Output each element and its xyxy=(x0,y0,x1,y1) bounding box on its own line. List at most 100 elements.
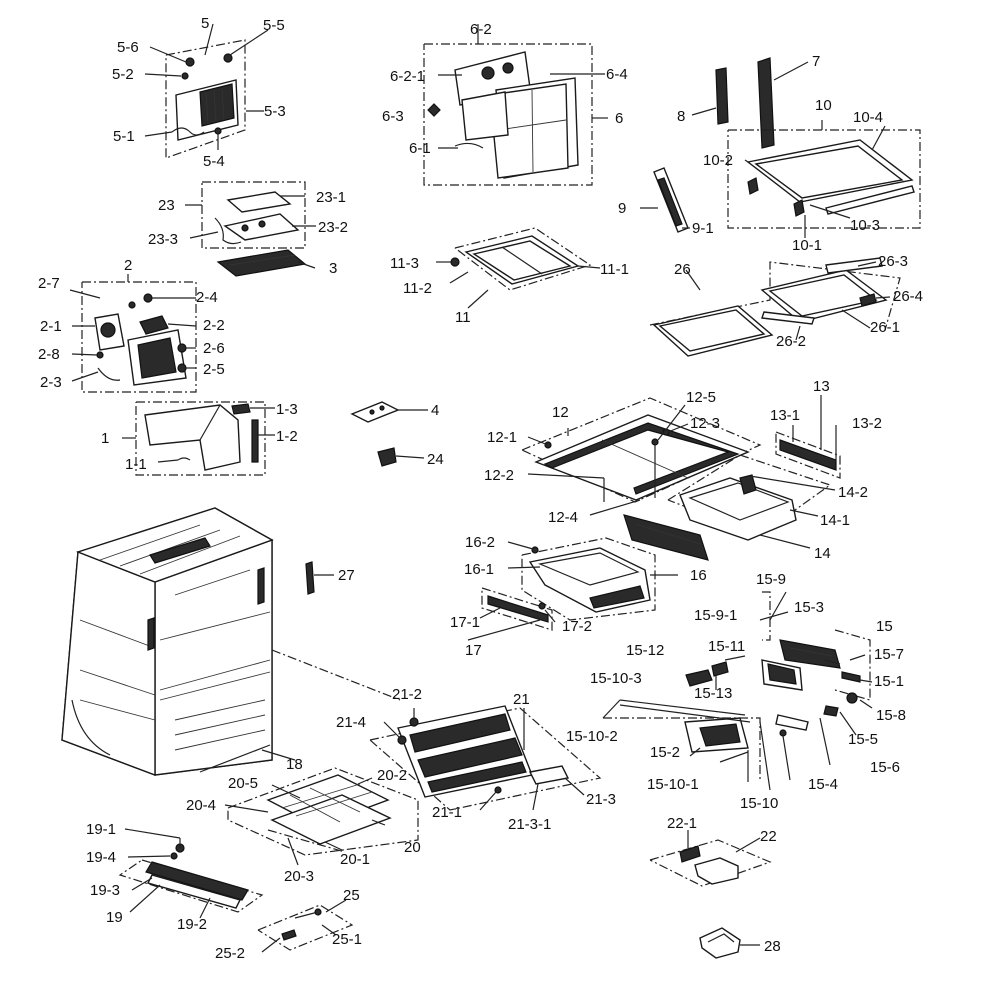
refrigerator-cabinet xyxy=(61,507,401,777)
label-15-1: 15-1 xyxy=(874,673,904,690)
part-18-leader xyxy=(261,749,296,761)
label-15-2: 15-2 xyxy=(650,744,680,761)
label-9: 9 xyxy=(618,200,626,217)
assembly-6 xyxy=(423,24,608,186)
label-11-1: 11-1 xyxy=(600,261,629,278)
label-5: 5 xyxy=(201,15,209,32)
label-15-7: 15-7 xyxy=(874,646,904,663)
label-21: 21 xyxy=(513,691,530,708)
label-20-4: 20-4 xyxy=(186,797,216,814)
label-13-2: 13-2 xyxy=(852,415,882,432)
label-26-2: 26-2 xyxy=(776,333,806,350)
label-26-1: 26-1 xyxy=(870,319,900,336)
label-6-3: 6-3 xyxy=(382,108,404,125)
label-12-3: 12-3 xyxy=(690,415,720,432)
label-5-1: 5-1 xyxy=(113,128,135,145)
label-19: 19 xyxy=(106,909,123,926)
label-11: 11 xyxy=(455,309,471,326)
label-8: 8 xyxy=(677,108,685,125)
label-25-1: 25-1 xyxy=(332,931,362,948)
part-28 xyxy=(699,927,760,959)
label-12-1: 12-1 xyxy=(487,429,517,446)
assembly-23 xyxy=(185,181,316,277)
label-14: 14 xyxy=(814,545,831,562)
label-24: 24 xyxy=(427,451,444,468)
label-20-5: 20-5 xyxy=(228,775,258,792)
label-27: 27 xyxy=(338,567,355,584)
label-20-2: 20-2 xyxy=(377,767,407,784)
assembly-1 xyxy=(122,401,275,476)
label-4: 4 xyxy=(431,402,439,419)
label-9-1: 9-1 xyxy=(692,220,714,237)
label-26-3: 26-3 xyxy=(878,253,908,270)
label-15-9-1: 15-9-1 xyxy=(694,607,737,624)
assembly-20 xyxy=(224,767,419,866)
label-5-4: 5-4 xyxy=(203,153,225,170)
parts-7-8 xyxy=(691,57,809,149)
label-26-4: 26-4 xyxy=(893,288,923,305)
label-23: 23 xyxy=(158,197,175,214)
label-14-2: 14-2 xyxy=(838,484,868,501)
label-1-1: 1-1 xyxy=(125,456,147,473)
label-14-1: 14-1 xyxy=(820,512,850,529)
assembly-12 xyxy=(521,397,762,516)
label-2-8: 2-8 xyxy=(38,346,60,363)
label-15: 15 xyxy=(876,618,893,635)
label-15-9: 15-9 xyxy=(756,571,786,588)
assembly-5 xyxy=(144,23,269,159)
label-6-2-1: 6-2-1 xyxy=(390,68,425,85)
label-6-1: 6-1 xyxy=(409,140,431,157)
label-20: 20 xyxy=(404,839,421,856)
label-17-2: 17-2 xyxy=(562,618,592,635)
label-12: 12 xyxy=(552,404,569,421)
callout-labels: 5 5-6 5-5 5-2 5-3 5-1 5-4 6-2 6-2-1 6-4 … xyxy=(38,15,923,962)
label-15-10-1: 15-10-1 xyxy=(647,776,699,793)
label-5-6: 5-6 xyxy=(117,39,139,56)
label-2-2: 2-2 xyxy=(203,317,225,334)
label-16: 16 xyxy=(690,567,707,584)
label-17: 17 xyxy=(465,642,482,659)
assembly-26 xyxy=(649,257,901,357)
assembly-2 xyxy=(69,274,197,393)
label-22: 22 xyxy=(760,828,777,845)
label-21-4: 21-4 xyxy=(336,714,366,731)
label-2-5: 2-5 xyxy=(203,361,225,378)
part-9 xyxy=(640,167,690,233)
assembly-11 xyxy=(436,227,601,309)
label-10-4: 10-4 xyxy=(853,109,883,126)
label-13: 13 xyxy=(813,378,830,395)
label-15-13: 15-13 xyxy=(694,685,732,702)
label-21-3-1: 21-3-1 xyxy=(508,816,551,833)
label-1-3: 1-3 xyxy=(276,401,298,418)
label-11-2: 11-2 xyxy=(403,280,432,297)
assembly-22 xyxy=(649,830,772,887)
label-16-2: 16-2 xyxy=(465,534,495,551)
label-15-10-3: 15-10-3 xyxy=(590,670,642,687)
label-11-3: 11-3 xyxy=(390,255,419,272)
label-5-3: 5-3 xyxy=(264,103,286,120)
label-23-2: 23-2 xyxy=(318,219,348,236)
label-19-4: 19-4 xyxy=(86,849,116,866)
label-26: 26 xyxy=(674,261,691,278)
assembly-16-17 xyxy=(467,537,678,641)
assembly-13-14 xyxy=(623,395,841,561)
label-1-2: 1-2 xyxy=(276,428,298,445)
label-7: 7 xyxy=(812,53,820,70)
label-25: 25 xyxy=(343,887,360,904)
label-12-4: 12-4 xyxy=(548,509,578,526)
assembly-21 xyxy=(369,705,602,811)
assembly-15 xyxy=(602,591,873,791)
label-19-1: 19-1 xyxy=(86,821,116,838)
label-13-1: 13-1 xyxy=(770,407,800,424)
label-2-4: 2-4 xyxy=(196,289,218,306)
label-6-4: 6-4 xyxy=(606,66,628,83)
part-27 xyxy=(305,561,334,595)
label-16-1: 16-1 xyxy=(464,561,494,578)
label-18: 18 xyxy=(286,756,303,773)
label-21-2: 21-2 xyxy=(392,686,422,703)
parts-4-24 xyxy=(350,401,428,467)
assembly-25 xyxy=(257,899,354,953)
label-19-3: 19-3 xyxy=(90,882,120,899)
